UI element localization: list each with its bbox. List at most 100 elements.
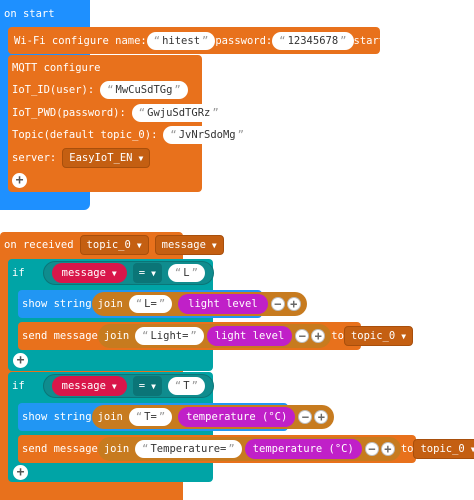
show1-label: show string — [22, 298, 92, 310]
minus-circle-icon[interactable]: − — [364, 442, 379, 456]
send2-label: send message — [22, 443, 98, 455]
mqtt-add-wrap: + — [12, 173, 27, 188]
iot-pwd-field[interactable]: GwjuSdTGRz — [131, 104, 226, 122]
chevron-down-icon: ▼ — [151, 381, 156, 391]
plus-circle-icon[interactable]: + — [13, 353, 28, 368]
if2-op-value: = — [138, 380, 146, 392]
send1-label: send message — [22, 330, 98, 342]
wifi-start-connection-label: start connection — [353, 34, 455, 47]
chevron-down-icon: ▼ — [138, 153, 144, 163]
plus-circle-icon[interactable]: + — [12, 173, 27, 188]
on-received-header: on received topic_0 ▼ message ▼ — [4, 235, 224, 255]
if2-compare[interactable]: message ▼ = ▼ T — [42, 374, 214, 398]
if2-op-dropdown[interactable]: = ▼ — [132, 376, 162, 396]
minus-circle-icon[interactable]: − — [298, 410, 313, 424]
on-start-label-wrap: on start — [4, 4, 55, 24]
send1-join-block[interactable]: join Light= light level − + — [97, 324, 332, 348]
show1-text-field[interactable]: L= — [128, 295, 173, 313]
wifi-password-label: password: — [215, 34, 273, 47]
chevron-down-icon: ▼ — [111, 268, 117, 278]
if1-header: if message ▼ = ▼ L then — [12, 260, 245, 286]
show2-label: show string — [22, 411, 92, 423]
if2-label: if — [12, 380, 25, 392]
send1-topic-value: topic_0 — [350, 330, 396, 342]
plus-circle-icon[interactable]: + — [311, 329, 326, 343]
show-string-block-1[interactable]: show string join L= light level − + — [18, 290, 307, 318]
wifi-password-field[interactable]: 12345678 — [272, 31, 354, 50]
minus-circle-icon[interactable]: − — [295, 329, 310, 343]
show1-join-label: join — [97, 298, 123, 310]
if2-header: if message ▼ = ▼ T then — [12, 373, 245, 399]
send1-topic-dropdown[interactable]: topic_0 ▼ — [343, 326, 414, 346]
topic-field[interactable]: JvNrSdoMg — [163, 126, 251, 144]
chevron-down-icon: ▼ — [151, 268, 156, 278]
if1-then-label: then — [219, 267, 246, 279]
send2-sensor-block[interactable]: temperature (°C) — [244, 439, 362, 459]
send2-text-field[interactable]: Temperature= — [135, 440, 242, 458]
send1-join-label: join — [103, 330, 130, 342]
iot-id-row: IoT_ID(user): MwCuSdTGg — [12, 80, 188, 100]
iot-id-label: IoT_ID(user): — [12, 84, 95, 96]
topic-label: Topic(default topic_0): — [12, 129, 158, 141]
received-var-dropdown[interactable]: message ▼ — [154, 235, 224, 255]
server-dropdown-value: EasyIoT_EN — [69, 152, 133, 164]
iot-pwd-row: IoT_PWD(password): GwjuSdTGRz — [12, 103, 226, 123]
iot-pwd-label: IoT_PWD(password): — [12, 107, 126, 119]
wifi-configure-block[interactable]: Wi-Fi configure name: hitest password: 1… — [8, 27, 455, 54]
show2-join-label: join — [97, 411, 123, 423]
server-label: server: — [12, 152, 57, 164]
send-message-block-1[interactable]: send message join Light= light level − +… — [18, 322, 414, 350]
send2-topic-value: topic_0 — [420, 443, 465, 455]
chevron-down-icon: ▼ — [401, 331, 407, 341]
send2-join-block[interactable]: join Temperature= temperature (°C) − + — [97, 437, 401, 461]
show2-join-block[interactable]: join T= temperature (°C) − + — [91, 405, 335, 429]
send1-to-label: to — [331, 330, 344, 342]
send1-text-field[interactable]: Light= — [135, 327, 204, 345]
mqtt-configure-label: MQTT configure — [12, 62, 101, 74]
received-var-value: message — [161, 239, 206, 251]
show2-text-field[interactable]: T= — [128, 408, 173, 426]
send2-sensor-label: temperature (°C) — [252, 443, 354, 455]
plus-circle-icon[interactable]: + — [380, 442, 395, 456]
on-start-label: on start — [4, 8, 55, 20]
show2-sensor-block[interactable]: temperature (°C) — [178, 407, 296, 427]
show1-sensor-label: light level — [188, 298, 258, 310]
if1-var-block[interactable]: message ▼ — [51, 263, 127, 283]
if1-op-dropdown[interactable]: = ▼ — [132, 263, 162, 283]
mqtt-configure-block[interactable] — [8, 55, 202, 192]
if1-op-value: = — [138, 267, 146, 279]
send2-to-label: to — [400, 443, 414, 455]
if2-var-block[interactable]: message ▼ — [51, 376, 127, 396]
minus-circle-icon[interactable]: − — [270, 297, 285, 311]
wifi-name-field[interactable]: hitest — [146, 31, 216, 50]
show1-join-block[interactable]: join L= light level − + — [91, 292, 307, 316]
topic-row: Topic(default topic_0): JvNrSdoMg — [12, 125, 251, 145]
if2-add-wrap: + — [13, 465, 28, 480]
server-row: server: EasyIoT_EN ▼ — [12, 148, 151, 168]
send1-sensor-block[interactable]: light level — [206, 326, 293, 346]
received-topic-dropdown[interactable]: topic_0 ▼ — [79, 235, 149, 255]
show1-sensor-block[interactable]: light level — [178, 294, 268, 314]
plus-circle-icon[interactable]: + — [286, 297, 301, 311]
if1-add-wrap: + — [13, 353, 28, 368]
plus-circle-icon[interactable]: + — [13, 465, 28, 480]
iot-id-field[interactable]: MwCuSdTGg — [100, 81, 188, 99]
if1-label: if — [12, 267, 25, 279]
send1-sensor-label: light level — [214, 330, 285, 342]
if2-var-value: message — [61, 380, 106, 392]
send2-join-label: join — [103, 443, 130, 455]
server-dropdown[interactable]: EasyIoT_EN ▼ — [62, 148, 151, 168]
plus-circle-icon[interactable]: + — [314, 410, 329, 424]
if1-var-value: message — [61, 267, 106, 279]
if2-value-field[interactable]: T — [167, 377, 205, 395]
received-topic-value: topic_0 — [86, 239, 131, 251]
wifi-configure-label: Wi-Fi configure name: — [14, 34, 147, 47]
send-message-block-2[interactable]: send message join Temperature= temperatu… — [18, 435, 474, 463]
if2-then-label: then — [219, 380, 246, 392]
show-string-block-2[interactable]: show string join T= temperature (°C) − + — [18, 403, 335, 431]
if1-value-field[interactable]: L — [167, 264, 205, 282]
send2-topic-dropdown[interactable]: topic_0 ▼ — [413, 439, 474, 459]
chevron-down-icon: ▼ — [470, 444, 474, 454]
mqtt-label-wrap: MQTT configure — [12, 59, 101, 77]
if1-compare[interactable]: message ▼ = ▼ L — [42, 261, 214, 285]
